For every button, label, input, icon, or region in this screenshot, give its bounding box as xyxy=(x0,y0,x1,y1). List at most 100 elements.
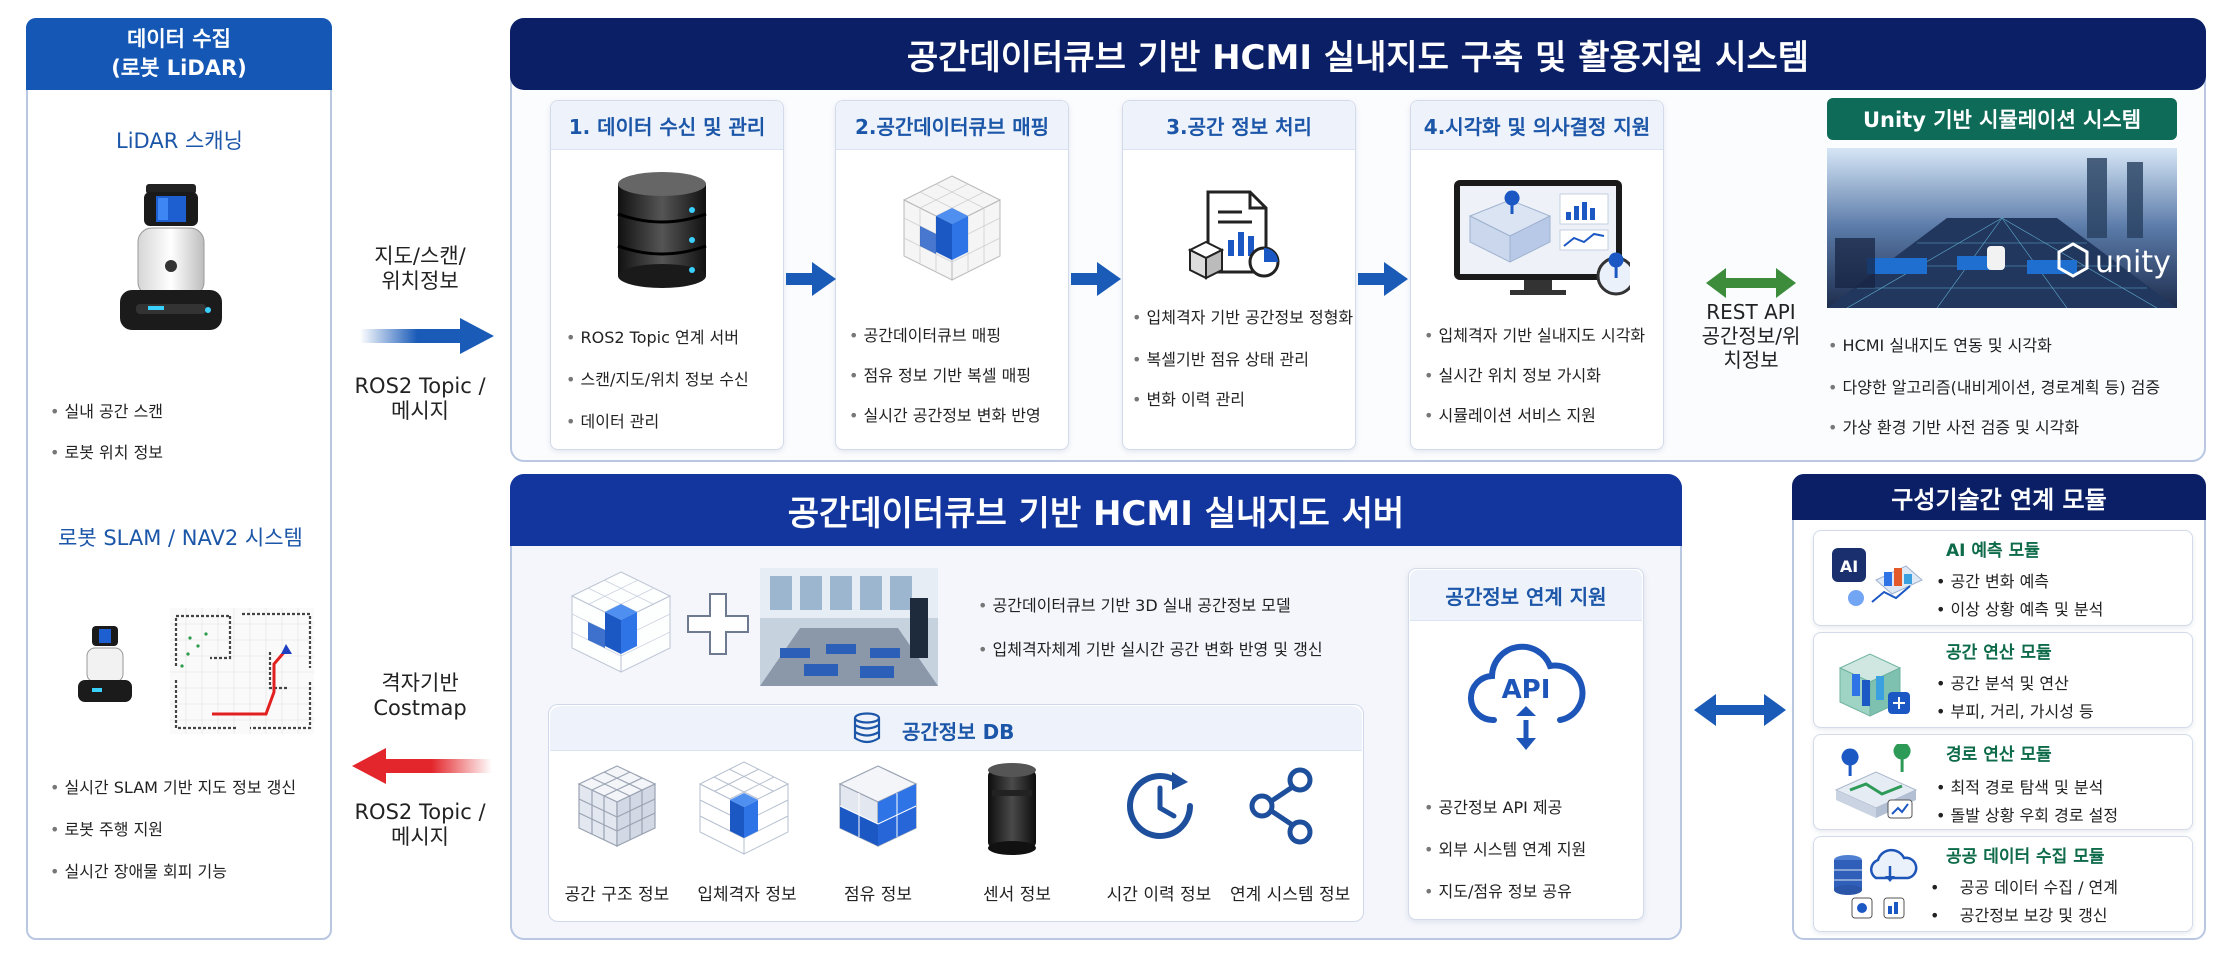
slam-nav2-title: 로봇 SLAM / NAV2 시스템 xyxy=(58,526,303,550)
lidar-robot-icon xyxy=(120,184,222,330)
header-line-2: (로봇 LiDAR) xyxy=(111,56,247,80)
db-item-label: 입체격자 정보 xyxy=(697,885,797,905)
unity-bullet: 다양한 알고리즘(내비게이션, 경로계획 등) 검증 xyxy=(1828,374,2161,398)
api-label: API xyxy=(1502,675,1551,705)
step-3-bullet: 복셀기반 점유 상태 관리 xyxy=(1132,346,1309,370)
blue-right-arrow xyxy=(360,318,494,354)
spatial-report-icon xyxy=(1187,190,1280,280)
step-3-bullet: 변화 이력 관리 xyxy=(1132,386,1246,410)
step-4-bullet: 실시간 위치 정보 가시화 xyxy=(1424,362,1601,386)
server-bullet: 입체격자체계 기반 실시간 공간 변화 반영 및 갱신 xyxy=(978,636,1323,660)
module-bullet: • 부피, 거리, 가시성 등 xyxy=(1936,702,2094,721)
ros2-topic-label-bottom: ROS2 Topic /메시지 xyxy=(354,800,486,849)
unity-logo-text: unity xyxy=(2095,245,2171,280)
db-item-label: 공간 구조 정보 xyxy=(564,885,670,905)
db-item-label: 센서 정보 xyxy=(983,885,1051,905)
occupancy-cube-icon xyxy=(838,765,918,847)
plus-icon xyxy=(687,593,749,655)
module-bullet: • 공간 분석 및 연산 xyxy=(1936,674,2069,693)
ai-chip-text: AI xyxy=(1840,557,1858,576)
step-2-bullet: 실시간 공간정보 변화 반영 xyxy=(849,402,1041,426)
server-bullet: 공간데이터큐브 기반 3D 실내 공간정보 모델 xyxy=(978,592,1291,616)
slam-robot-icon xyxy=(78,626,132,702)
slam-bullet: 실시간 SLAM 기반 지도 정보 갱신 xyxy=(50,774,297,798)
api-bullet: 외부 시스템 연계 지원 xyxy=(1424,836,1587,860)
api-cloud-icon: API xyxy=(1468,643,1586,750)
step-3-bullet: 입체격자 기반 공간정보 정형화 xyxy=(1132,304,1354,328)
spatial-compute-icon xyxy=(1838,653,1910,717)
data-collection-header: 데이터 수집 (로봇 LiDAR) xyxy=(26,18,332,90)
step-title: 3.공간 정보 처리 xyxy=(1123,101,1355,150)
sensor-lidar-icon xyxy=(988,763,1036,855)
step-arrow-icon xyxy=(1071,262,1121,296)
ai-chip-icon: AI xyxy=(1832,548,1923,606)
module-title: AI 예측 모듈 xyxy=(1946,541,2040,561)
module-bullet: • 최적 경로 탐색 및 분석 xyxy=(1936,778,2104,797)
dashboard-monitor-icon xyxy=(1454,180,1630,296)
route-map-icon xyxy=(1834,744,1918,819)
unity-bullet: 가상 환경 기반 사전 검증 및 시각화 xyxy=(1828,414,2080,438)
module-title: 공공 데이터 수집 모듈 xyxy=(1946,847,2105,867)
database-small-icon xyxy=(853,712,881,744)
red-left-arrow xyxy=(352,748,492,784)
server-title: 공간데이터큐브 기반 HCMI 실내지도 서버 xyxy=(510,474,1682,546)
header-line-1: 데이터 수집 xyxy=(127,27,231,51)
lidar-bullet: 실내 공간 스캔 xyxy=(50,398,164,422)
module-bullet: • 공간정보 보강 및 갱신 xyxy=(1930,906,2108,925)
module-card-ai xyxy=(1813,530,2193,626)
unity-bullet: HCMI 실내지도 연동 및 시각화 xyxy=(1828,332,2052,356)
db-item-label: 시간 이력 정보 xyxy=(1106,885,1212,905)
step-2-bullet: 공간데이터큐브 매핑 xyxy=(849,322,1002,346)
db-item-label: 점유 정보 xyxy=(844,885,912,905)
step-4-bullet: 시뮬레이션 서비스 지원 xyxy=(1424,402,1596,426)
spatial-db-header xyxy=(550,706,1362,751)
step-title: 4.시각화 및 의사결정 지원 xyxy=(1411,101,1663,150)
lidar-bullet: 로봇 위치 정보 xyxy=(50,439,164,463)
step-arrow-icon xyxy=(786,262,836,296)
step-4-bullet: 입체격자 기반 실내지도 시각화 xyxy=(1424,322,1646,346)
data-collection-panel xyxy=(26,18,332,940)
green-double-arrow xyxy=(1706,268,1796,298)
integration-modules-title: 구성기술간 연계 모듈 xyxy=(1792,474,2206,520)
lidar-scanning-title: LiDAR 스캐닝 xyxy=(116,129,243,153)
module-bullet: • 공간 변화 예측 xyxy=(1936,572,2050,591)
module-bullet: • 돌발 상황 우회 경로 설정 xyxy=(1936,806,2119,825)
data-cube-icon xyxy=(902,175,1002,281)
slam-map-icon xyxy=(170,608,314,734)
api-bullet: 공간정보 API 제공 xyxy=(1424,794,1563,818)
unity-simulation-image: unity xyxy=(1827,148,2177,308)
step-1-bullet: 데이터 관리 xyxy=(566,408,660,432)
step-title: 2.공간데이터큐브 매핑 xyxy=(836,101,1068,150)
step-title: 1. 데이터 수신 및 관리 xyxy=(551,101,783,150)
db-item-label: 연계 시스템 정보 xyxy=(1230,885,1351,905)
clock-history-icon xyxy=(1127,772,1193,839)
api-support-header: 공간정보 연계 지원 xyxy=(1410,570,1642,621)
unity-title: Unity 기반 시뮬레이션 시스템 xyxy=(1827,98,2177,140)
module-title: 공간 연산 모듈 xyxy=(1946,643,2052,663)
module-bullet: • 이상 상황 예측 및 분석 xyxy=(1936,600,2104,619)
blue-double-arrow xyxy=(1694,694,1786,726)
share-link-icon xyxy=(1249,767,1313,845)
step-arrow-icon xyxy=(1358,262,1408,296)
voxel-cube-icon xyxy=(570,571,672,673)
step-1-bullet: ROS2 Topic 연계 서버 xyxy=(566,324,739,348)
api-bullet: 지도/점유 정보 공유 xyxy=(1424,878,1572,902)
step-1-bullet: 스캔/지도/위치 정보 수신 xyxy=(566,366,749,390)
step-2-bullet: 점유 정보 기반 복셀 매핑 xyxy=(849,362,1032,386)
main-system-title: 공간데이터큐브 기반 HCMI 실내지도 구축 및 활용지원 시스템 xyxy=(510,18,2206,90)
ros2-topic-label-top: ROS2 Topic /메시지 xyxy=(354,374,486,423)
indoor-room-image xyxy=(760,568,938,686)
slam-bullet: 실시간 장애물 회피 기능 xyxy=(50,858,227,882)
module-bullet: • 공공 데이터 수집 / 연계 xyxy=(1930,878,2118,897)
spatial-db-title: 공간정보 DB xyxy=(902,720,1015,744)
database-icon xyxy=(617,172,707,288)
grid-voxel-icon xyxy=(698,761,790,855)
slam-bullet: 로봇 주행 지원 xyxy=(50,816,164,840)
module-title: 경로 연산 모듈 xyxy=(1946,745,2052,765)
map-scan-position-label: 지도/스캔/위치정보 xyxy=(374,244,466,293)
module-card-public-data xyxy=(1813,836,2193,932)
structure-cube-icon xyxy=(577,765,657,847)
public-data-cloud-icon xyxy=(1834,848,1918,919)
